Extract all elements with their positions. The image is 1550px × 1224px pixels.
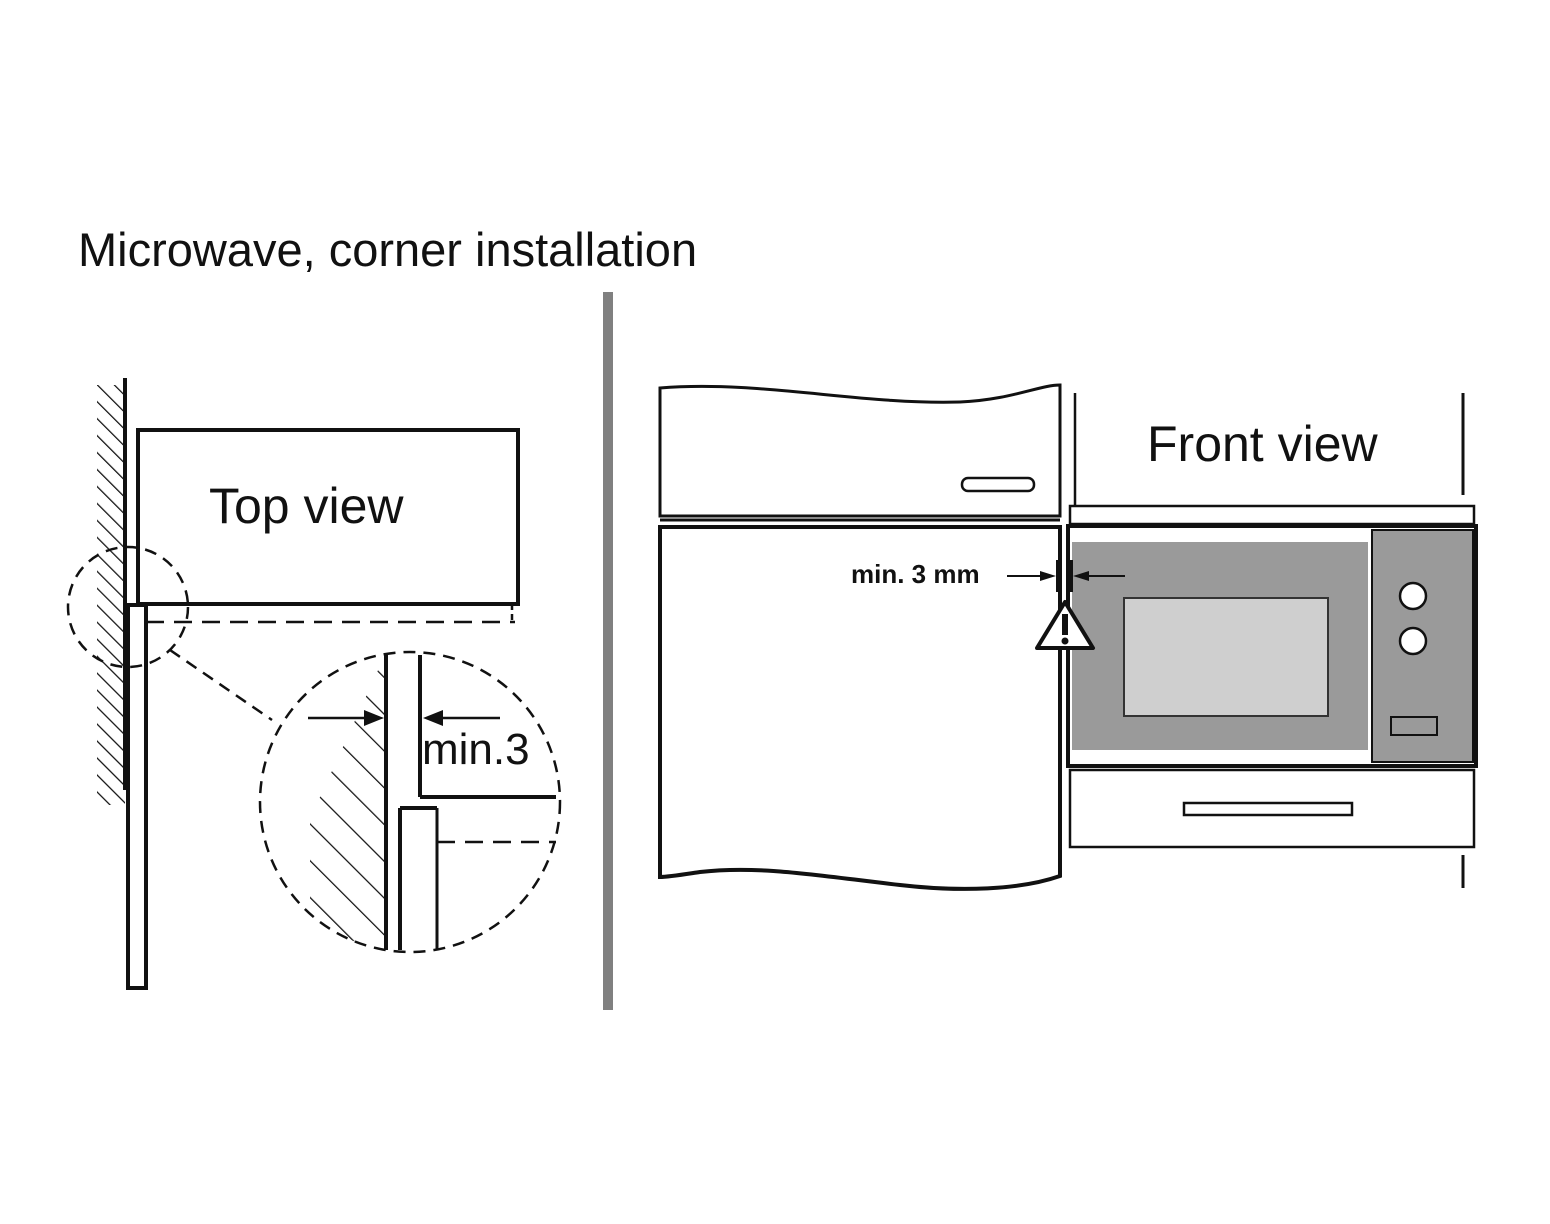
upper-cabinet-door	[658, 383, 1062, 518]
detail-marker-circle	[66, 545, 190, 669]
detail-zoom	[258, 650, 562, 954]
control-knob-2	[1398, 626, 1428, 656]
detail-min-label: min.3	[422, 725, 530, 774]
top-view-drawing	[66, 378, 520, 990]
microwave-top-box	[136, 428, 520, 606]
top-view-label: Top view	[209, 478, 404, 534]
wall-hatching	[97, 385, 125, 805]
side-panel	[126, 603, 148, 990]
microwave-window	[1123, 597, 1329, 717]
lower-cabinet-door	[658, 525, 1062, 891]
display-panel	[1390, 716, 1438, 736]
detail-connector	[169, 648, 273, 722]
drawer-handle	[1182, 801, 1354, 817]
microwave-top-trim	[1068, 504, 1476, 526]
page-title: Microwave, corner installation	[78, 223, 698, 276]
upper-cabinet-handle	[960, 476, 1036, 493]
view-divider	[603, 292, 613, 1010]
control-knob-1	[1398, 581, 1428, 611]
front-view-label: Front view	[1147, 416, 1378, 472]
front-view-drawing	[658, 383, 1478, 891]
warning-triangle-icon	[1035, 600, 1095, 650]
gap-min-label: min. 3 mm	[851, 559, 980, 589]
